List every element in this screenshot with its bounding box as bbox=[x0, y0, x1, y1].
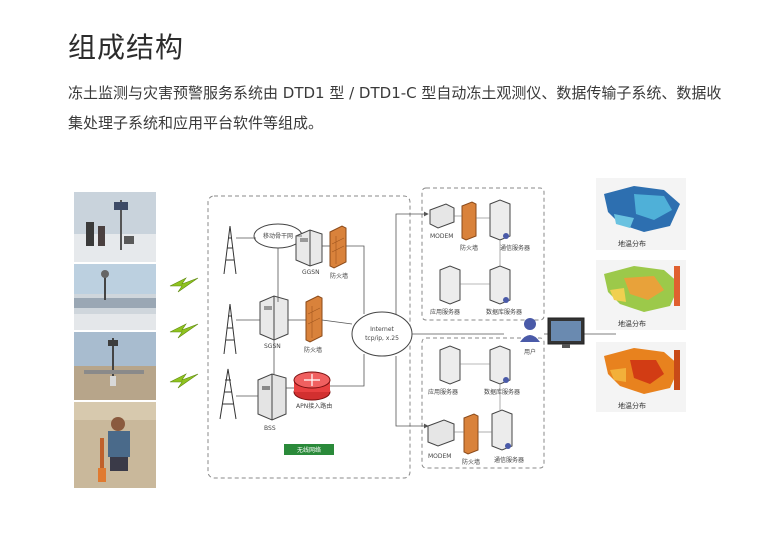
temperature-map-3: 地温分布 bbox=[596, 342, 686, 412]
apn-label: APN接入路由 bbox=[296, 402, 332, 410]
db-server-label-top: 数据库服务器 bbox=[486, 308, 522, 316]
ggsn-label: GGSN bbox=[302, 269, 320, 276]
firewall-icon-1 bbox=[329, 225, 347, 269]
system-architecture-figure: 移动骨干网 GGSN 防火墙 SGSN 防火墙 bbox=[74, 174, 686, 494]
app-server-label-bottom: 应用服务器 bbox=[428, 388, 458, 396]
page-title: 组成结构 bbox=[68, 31, 185, 64]
router-icon bbox=[293, 371, 331, 401]
user-icon bbox=[520, 318, 540, 342]
map-label-3: 地温分布 bbox=[618, 401, 646, 410]
server-group-top bbox=[421, 187, 545, 321]
wireless-network-label: 无线网络 bbox=[297, 446, 321, 454]
firewall-label-1: 防火墙 bbox=[330, 272, 348, 280]
temperature-map-2: 地温分布 bbox=[596, 260, 686, 330]
temperature-map-1: 地温分布 bbox=[596, 178, 686, 250]
mobile-switch-label: 移动骨干网 bbox=[263, 232, 293, 240]
comm-server-icon-bottom bbox=[491, 409, 513, 451]
internet-label: Internet bbox=[370, 326, 394, 333]
firewall-label-4: 防火墙 bbox=[462, 458, 480, 466]
field-photo-4 bbox=[74, 402, 156, 488]
antenna-tower-icon bbox=[219, 225, 237, 420]
comm-server-icon-top bbox=[489, 199, 511, 241]
firewall-icon-2 bbox=[305, 295, 323, 343]
monitor-icon bbox=[547, 317, 585, 348]
firewall-label-2: 防火墙 bbox=[304, 346, 322, 354]
sgsn-label: SGSN bbox=[264, 343, 281, 350]
field-photo-2 bbox=[74, 264, 156, 330]
server-group-bottom bbox=[421, 337, 545, 469]
modem-label-bottom: MODEM bbox=[428, 453, 452, 460]
app-server-label-top: 应用服务器 bbox=[430, 308, 460, 316]
mobile-network-group bbox=[207, 195, 411, 479]
modem-icon-bottom bbox=[427, 419, 455, 447]
field-photo-1 bbox=[74, 192, 156, 262]
modem-label-top: MODEM bbox=[430, 233, 454, 240]
firewall-label-3: 防火墙 bbox=[460, 244, 478, 252]
modem-icon-top bbox=[429, 203, 455, 229]
db-server-label-bottom: 数据库服务器 bbox=[484, 388, 520, 396]
field-photo-3 bbox=[74, 332, 156, 400]
db-server-icon-bottom bbox=[489, 345, 511, 385]
comm-server-label-bottom: 通信服务器 bbox=[494, 456, 524, 464]
network-diagram: 移动骨干网 GGSN 防火墙 SGSN 防火墙 bbox=[169, 178, 686, 479]
app-server-icon-top bbox=[439, 265, 461, 305]
sgsn-server-icon bbox=[259, 295, 289, 341]
map-label-1: 地温分布 bbox=[618, 239, 646, 248]
firewall-icon-3 bbox=[461, 201, 477, 241]
lightning-icon bbox=[169, 277, 199, 389]
user-label: 用户 bbox=[524, 348, 536, 356]
bss-server-icon bbox=[257, 373, 287, 421]
map-label-2: 地温分布 bbox=[618, 319, 646, 328]
bss-label: BSS bbox=[264, 425, 276, 432]
db-server-icon-top bbox=[489, 265, 511, 305]
firewall-icon-4 bbox=[463, 413, 479, 455]
protocol-label: tcp/ip, x.25 bbox=[365, 335, 399, 342]
ggsn-server-icon bbox=[295, 229, 323, 267]
comm-server-label-top: 通信服务器 bbox=[500, 244, 530, 252]
app-server-icon-bottom bbox=[439, 345, 461, 385]
wireless-network-bar bbox=[284, 444, 334, 455]
internet-cloud-icon bbox=[351, 311, 413, 357]
intro-paragraph: 冻土监测与灾害预警服务系统由 DTD1 型 / DTD1-C 型自动冻土观测仪、… bbox=[68, 84, 722, 132]
